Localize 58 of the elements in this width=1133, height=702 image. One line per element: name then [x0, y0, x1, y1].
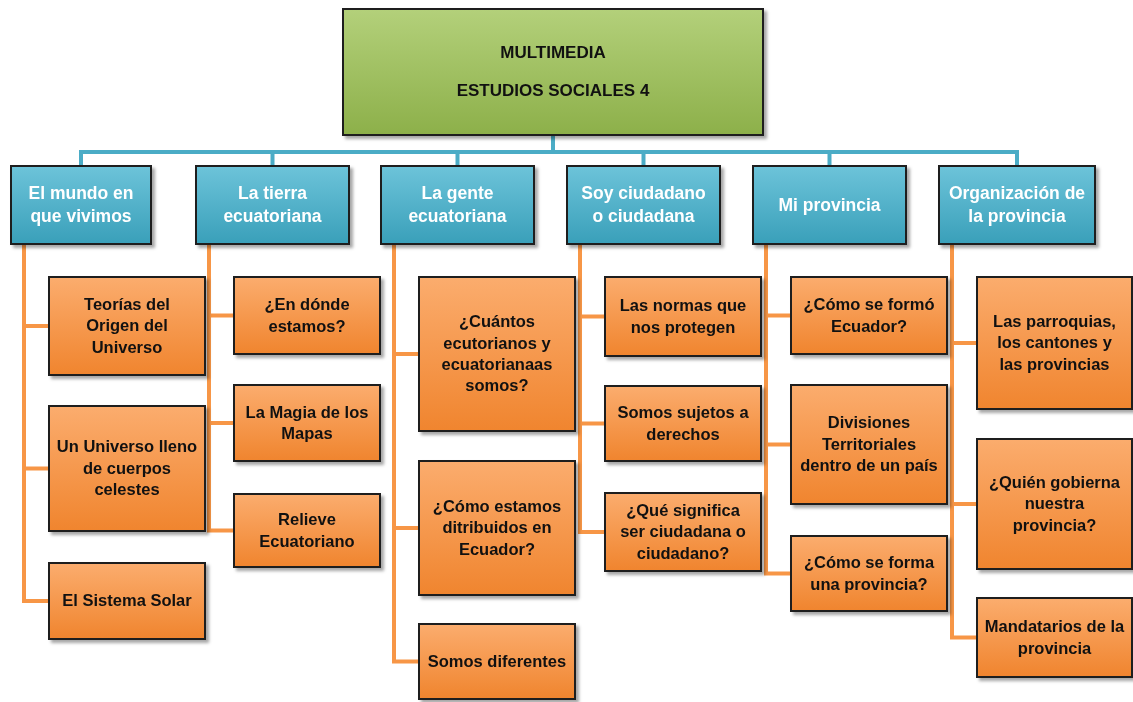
box-text: Somos sujetos a derechos [616, 402, 750, 445]
connector-line [22, 245, 48, 603]
box-text: Teorías del Origen del Universo [83, 293, 171, 358]
box-text: Las normas que nos protegen [618, 295, 748, 338]
box-text: La Magia de los Mapas [244, 401, 370, 444]
subtopic-box [418, 460, 576, 596]
connector-line [207, 245, 233, 533]
subtopic-box [233, 276, 381, 355]
box-text: La tierra ecuatoriana [222, 182, 323, 228]
box-text: Mi provincia [778, 193, 881, 217]
box-text: Un Universo lleno de cuerpos celestes [56, 436, 198, 501]
subtopic-box [604, 276, 762, 357]
subtopic-box [976, 438, 1133, 570]
connector-line [578, 245, 604, 534]
box-text: ESTUDIOS SOCIALES 4 [456, 80, 650, 102]
connector-line [764, 245, 790, 576]
box-text: Organización de la provincia [947, 182, 1087, 228]
box-text: ¿Cuántos ecutorianos y ecuatorianaas somos? [440, 311, 554, 397]
box-text: La gente ecuatoriana [407, 182, 508, 228]
topic-box [566, 165, 721, 245]
subtopic-box [604, 385, 762, 462]
subtopic-box [233, 384, 381, 462]
topic-box [380, 165, 535, 245]
box-text: MULTIMEDIA [500, 41, 606, 64]
box-text: Mandatarios de la provincia [984, 616, 1125, 659]
connector-line [551, 136, 1019, 165]
box-text: Divisiones Territoriales dentro de un país [799, 412, 939, 477]
topic-box [10, 165, 152, 245]
box-text: Somos diferentes [427, 650, 567, 672]
box-text: ¿Cómo se formó Ecuador? [802, 294, 936, 337]
subtopic-box [233, 493, 381, 568]
box-text: ¿Cómo estamos ditribuidos en Ecuador? [431, 495, 563, 560]
subtopic-box [790, 535, 948, 612]
subtopic-box [48, 276, 206, 376]
title-box [342, 8, 764, 136]
box-text: ¿Qué significa ser ciudadana o ciudadano? [619, 499, 747, 564]
subtopic-box [48, 562, 206, 640]
subtopic-box [418, 276, 576, 432]
box-text: ¿En dónde estamos? [263, 294, 351, 337]
box-text: ¿Quién gobierna nuestra provincia? [987, 471, 1122, 536]
topic-box [752, 165, 907, 245]
subtopic-box [418, 623, 576, 700]
subtopic-box [976, 276, 1133, 410]
box-text: Relieve Ecuatoriano [258, 509, 356, 552]
subtopic-box [604, 492, 762, 572]
subtopic-box [790, 384, 948, 505]
box-text: Las parroquias, los cantones y las provincias [992, 310, 1117, 375]
connector-line [392, 245, 418, 664]
subtopic-box [790, 276, 948, 355]
box-text: El mundo en que vivimos [27, 182, 135, 228]
box-text: ¿Cómo se forma una provincia? [802, 552, 936, 595]
subtopic-box [48, 405, 206, 532]
topic-box [195, 165, 350, 245]
connector-line [950, 245, 976, 640]
topic-box [938, 165, 1096, 245]
box-text: El Sistema Solar [62, 590, 192, 612]
box-text: Soy ciudadano o ciudadana [580, 182, 707, 228]
subtopic-box [976, 597, 1133, 678]
